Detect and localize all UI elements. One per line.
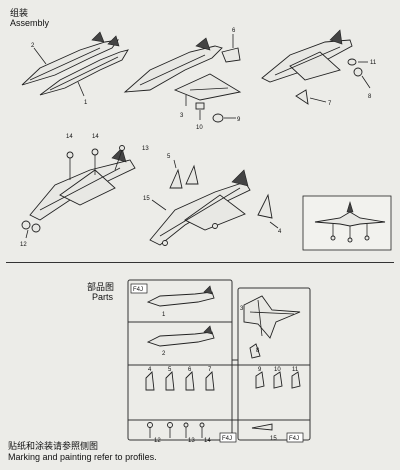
part-label-10: 10 [274,367,281,373]
callout-8: 8 [368,94,372,100]
callout-7: 7 [328,101,332,107]
part-label-9: 9 [258,367,262,373]
footer-note-en: Marking and painting refer to profiles. [8,452,157,462]
part-label-6: 6 [188,367,192,373]
landing-gear-drawing [21,145,136,239]
front-view-inset [302,195,392,251]
part-label-7: 7 [208,367,212,373]
callout-15: 15 [143,196,150,202]
part-label-14: 14 [204,438,211,444]
assembly-diagram: 2 1 6 3 10 9 [20,28,392,251]
wing-assembly-drawing [123,34,242,123]
callout-12: 12 [20,242,27,248]
callout-6: 6 [232,28,236,34]
callout-5: 5 [167,154,171,160]
sprue-tag-f4j-c: F4J [289,436,299,442]
callout-4: 4 [278,229,282,235]
sprue-tag-f4j-a: F4J [133,287,143,293]
part-label-8: 8 [256,348,260,354]
part-label-15: 15 [270,436,277,442]
parts-title-cn: 部品图 [87,282,115,292]
footer-note-cn: 贴纸和涂装请参照侧图 [8,441,99,451]
part-label-13: 13 [188,438,195,444]
callout-14b: 14 [92,134,99,140]
part-label-4: 4 [148,367,152,373]
parts-sprue-diagram: F4J F4J F4J 1 2 3 4 [127,279,311,444]
final-assembly-drawing [149,159,279,246]
part-label-11: 11 [292,367,299,373]
assembly-title-en: Assembly [10,18,50,28]
fuselage-parts-drawing [261,29,371,105]
callout-9: 9 [237,117,241,123]
section-divider [6,262,394,263]
callout-10: 10 [196,125,203,131]
callout-2: 2 [31,43,35,49]
part-label-2: 2 [162,351,166,357]
part-label-1: 1 [162,312,166,318]
fuselage-halves-drawing [21,31,129,97]
parts-title-en: Parts [92,292,114,302]
assembly-title-cn: 组装 [10,8,29,18]
sprue-tag-f4j-b: F4J [222,436,232,442]
callout-14a: 14 [66,134,73,140]
callout-1: 1 [84,100,88,106]
part-label-3: 3 [240,306,244,312]
part-label-12: 12 [154,438,161,444]
callout-13: 13 [142,146,149,152]
callout-3: 3 [180,113,184,119]
part-label-5: 5 [168,367,172,373]
callout-11: 11 [370,60,377,66]
